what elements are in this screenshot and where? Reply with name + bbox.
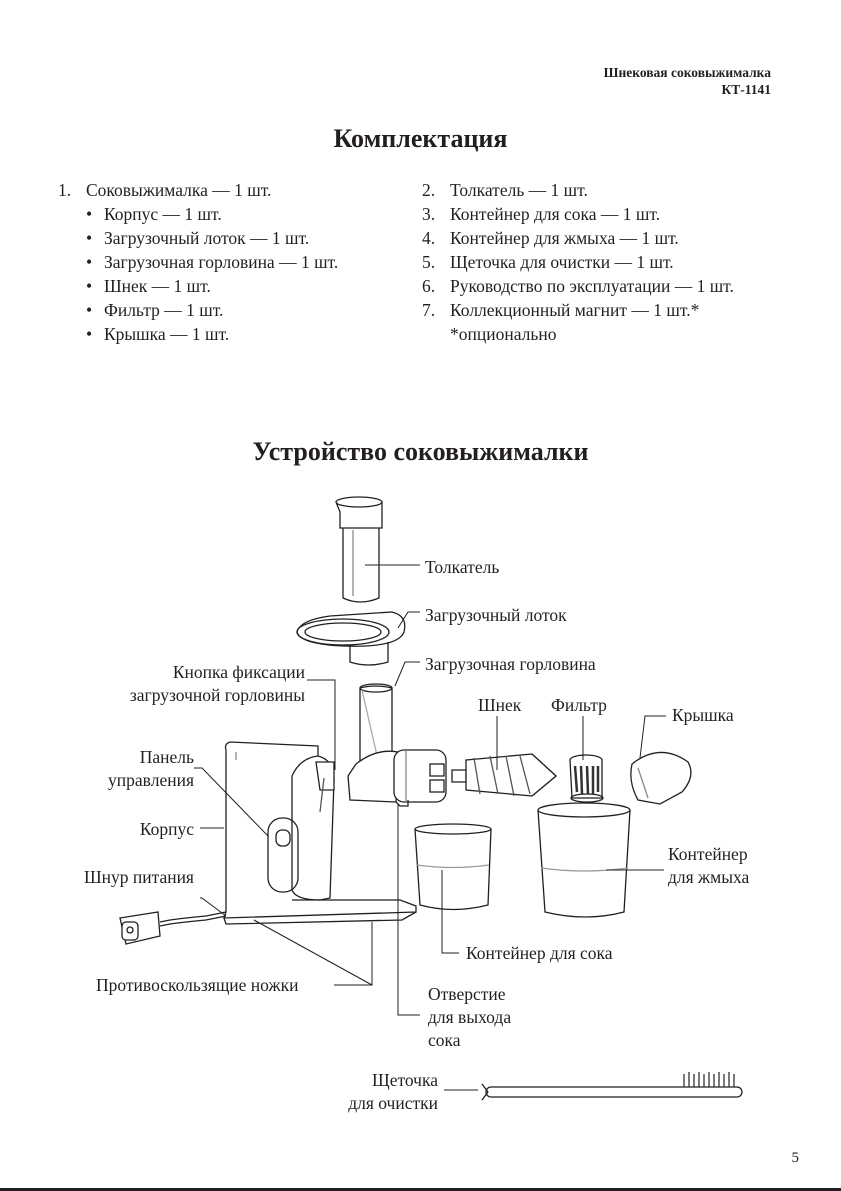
label-juice-outlet: Отверстие для выхода сока (428, 984, 512, 1050)
list-item: •Загрузочная горловина — 1 шт. (86, 252, 339, 272)
section-title-device: Устройство соковыжималки (252, 437, 589, 466)
list-item: 1.Соковыжималка — 1 шт. (58, 180, 272, 200)
pulp-container-drawing (537, 802, 631, 918)
optional-note: *опционально (450, 324, 557, 344)
neck-drawing (347, 683, 447, 807)
auger-drawing (451, 753, 557, 797)
label-pusher: Толкатель (425, 557, 500, 577)
filter-drawing (569, 754, 604, 803)
label-body: Корпус (139, 819, 194, 839)
tray-drawing (296, 611, 406, 666)
list-item: 6.Руководство по эксплуатации — 1 шт. (422, 276, 734, 296)
list-item: 2.Толкатель — 1 шт. (422, 180, 588, 200)
label-power-cord: Шнур питания (83, 867, 194, 887)
juice-container-drawing (414, 823, 492, 911)
header-product-name: Шнековая соковыжималка (603, 65, 771, 80)
label-neck: Загрузочная горловина (425, 654, 596, 674)
label-anti-slip-feet: Противоскользящие ножки (96, 975, 299, 995)
list-item: •Крышка — 1 шт. (86, 324, 230, 344)
list-item: 5.Щеточка для очистки — 1 шт. (422, 252, 674, 272)
label-auger: Шнек (478, 695, 522, 715)
list-item: •Фильтр — 1 шт. (86, 300, 224, 320)
list-item: 4.Контейнер для жмыха — 1 шт. (422, 228, 679, 248)
document-header: Шнековая соковыжималка КТ-1141 (604, 64, 771, 98)
header-model: КТ-1141 (721, 82, 771, 97)
list-item: •Шнек — 1 шт. (86, 276, 211, 296)
label-brush: Щеточка для очистки (348, 1070, 438, 1113)
kit-list-left: 1.Соковыжималка — 1 шт. •Корпус — 1 шт. … (58, 178, 338, 346)
cord-drawing (119, 911, 227, 945)
lid-drawing (630, 751, 692, 805)
section-title-kit: Комплектация (333, 124, 508, 153)
list-item: •Корпус — 1 шт. (86, 204, 222, 224)
leader-lines (194, 564, 666, 1091)
label-lid: Крышка (672, 705, 734, 725)
brush-drawing (481, 1072, 743, 1101)
label-lock-button: Кнопка фиксации загрузочной горловины (129, 662, 305, 705)
label-filter: Фильтр (551, 695, 607, 715)
list-item: 3.Контейнер для сока — 1 шт. (422, 204, 661, 224)
label-control-panel: Панель управления (108, 747, 194, 790)
label-juice-container: Контейнер для сока (466, 943, 613, 963)
bottom-rule (0, 1188, 841, 1191)
list-item: 7.Коллекционный магнит — 1 шт.* (422, 300, 700, 320)
label-pulp-container: Контейнер для жмыха (668, 844, 750, 887)
pusher-drawing (335, 496, 383, 603)
page-number: 5 (791, 1150, 800, 1166)
list-item: •Загрузочный лоток — 1 шт. (86, 228, 310, 248)
label-tray: Загрузочный лоток (425, 605, 567, 625)
kit-list-right: 2.Толкатель — 1 шт. 3.Контейнер для сока… (422, 178, 734, 346)
